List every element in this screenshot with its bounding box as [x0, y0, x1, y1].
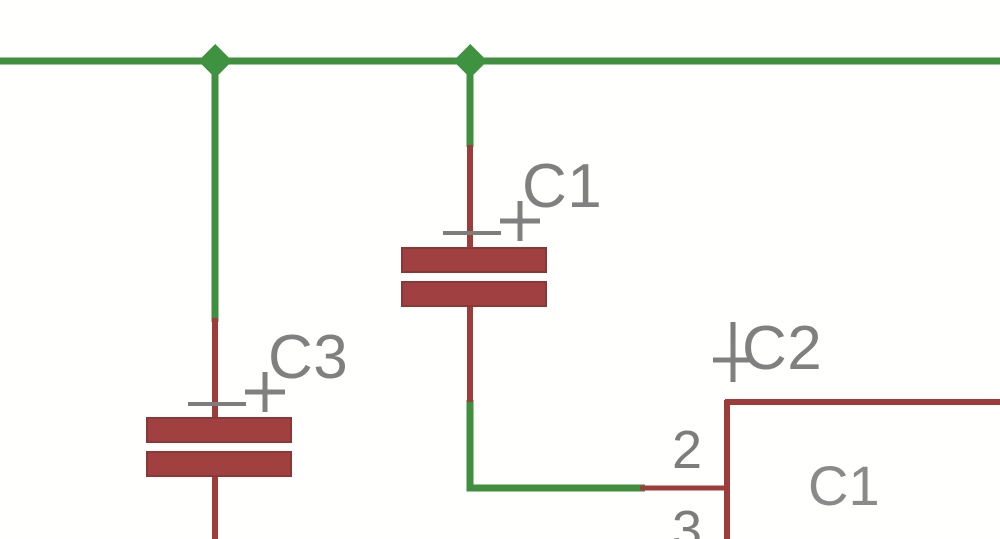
ic-pin-number-2: 2: [672, 420, 703, 480]
capacitor-c1-plate-bottom: [401, 281, 547, 307]
ic-box-label: C1: [808, 454, 880, 517]
ref-label-c1[interactable]: C1: [522, 152, 603, 221]
ref-label-c2[interactable]: C2: [742, 314, 823, 383]
junction-dot-left[interactable]: [198, 44, 232, 78]
ref-label-c3[interactable]: C3: [268, 323, 349, 392]
capacitor-c3-plate-bottom: [146, 451, 292, 477]
capacitor-c1-plate-top: [401, 247, 547, 273]
symbol-capacitor-c1[interactable]: [401, 145, 547, 402]
symbol-ic-body[interactable]: [640, 399, 1000, 539]
junction-dot-right[interactable]: [453, 44, 487, 78]
symbol-capacitor-c2[interactable]: [713, 322, 753, 382]
wire-c1-to-ic-pin2[interactable]: [466, 400, 645, 492]
ic-pin-number-3: 3: [672, 500, 703, 539]
capacitor-c3-plate-top: [146, 417, 292, 443]
symbol-capacitor-c3[interactable]: [146, 318, 292, 539]
